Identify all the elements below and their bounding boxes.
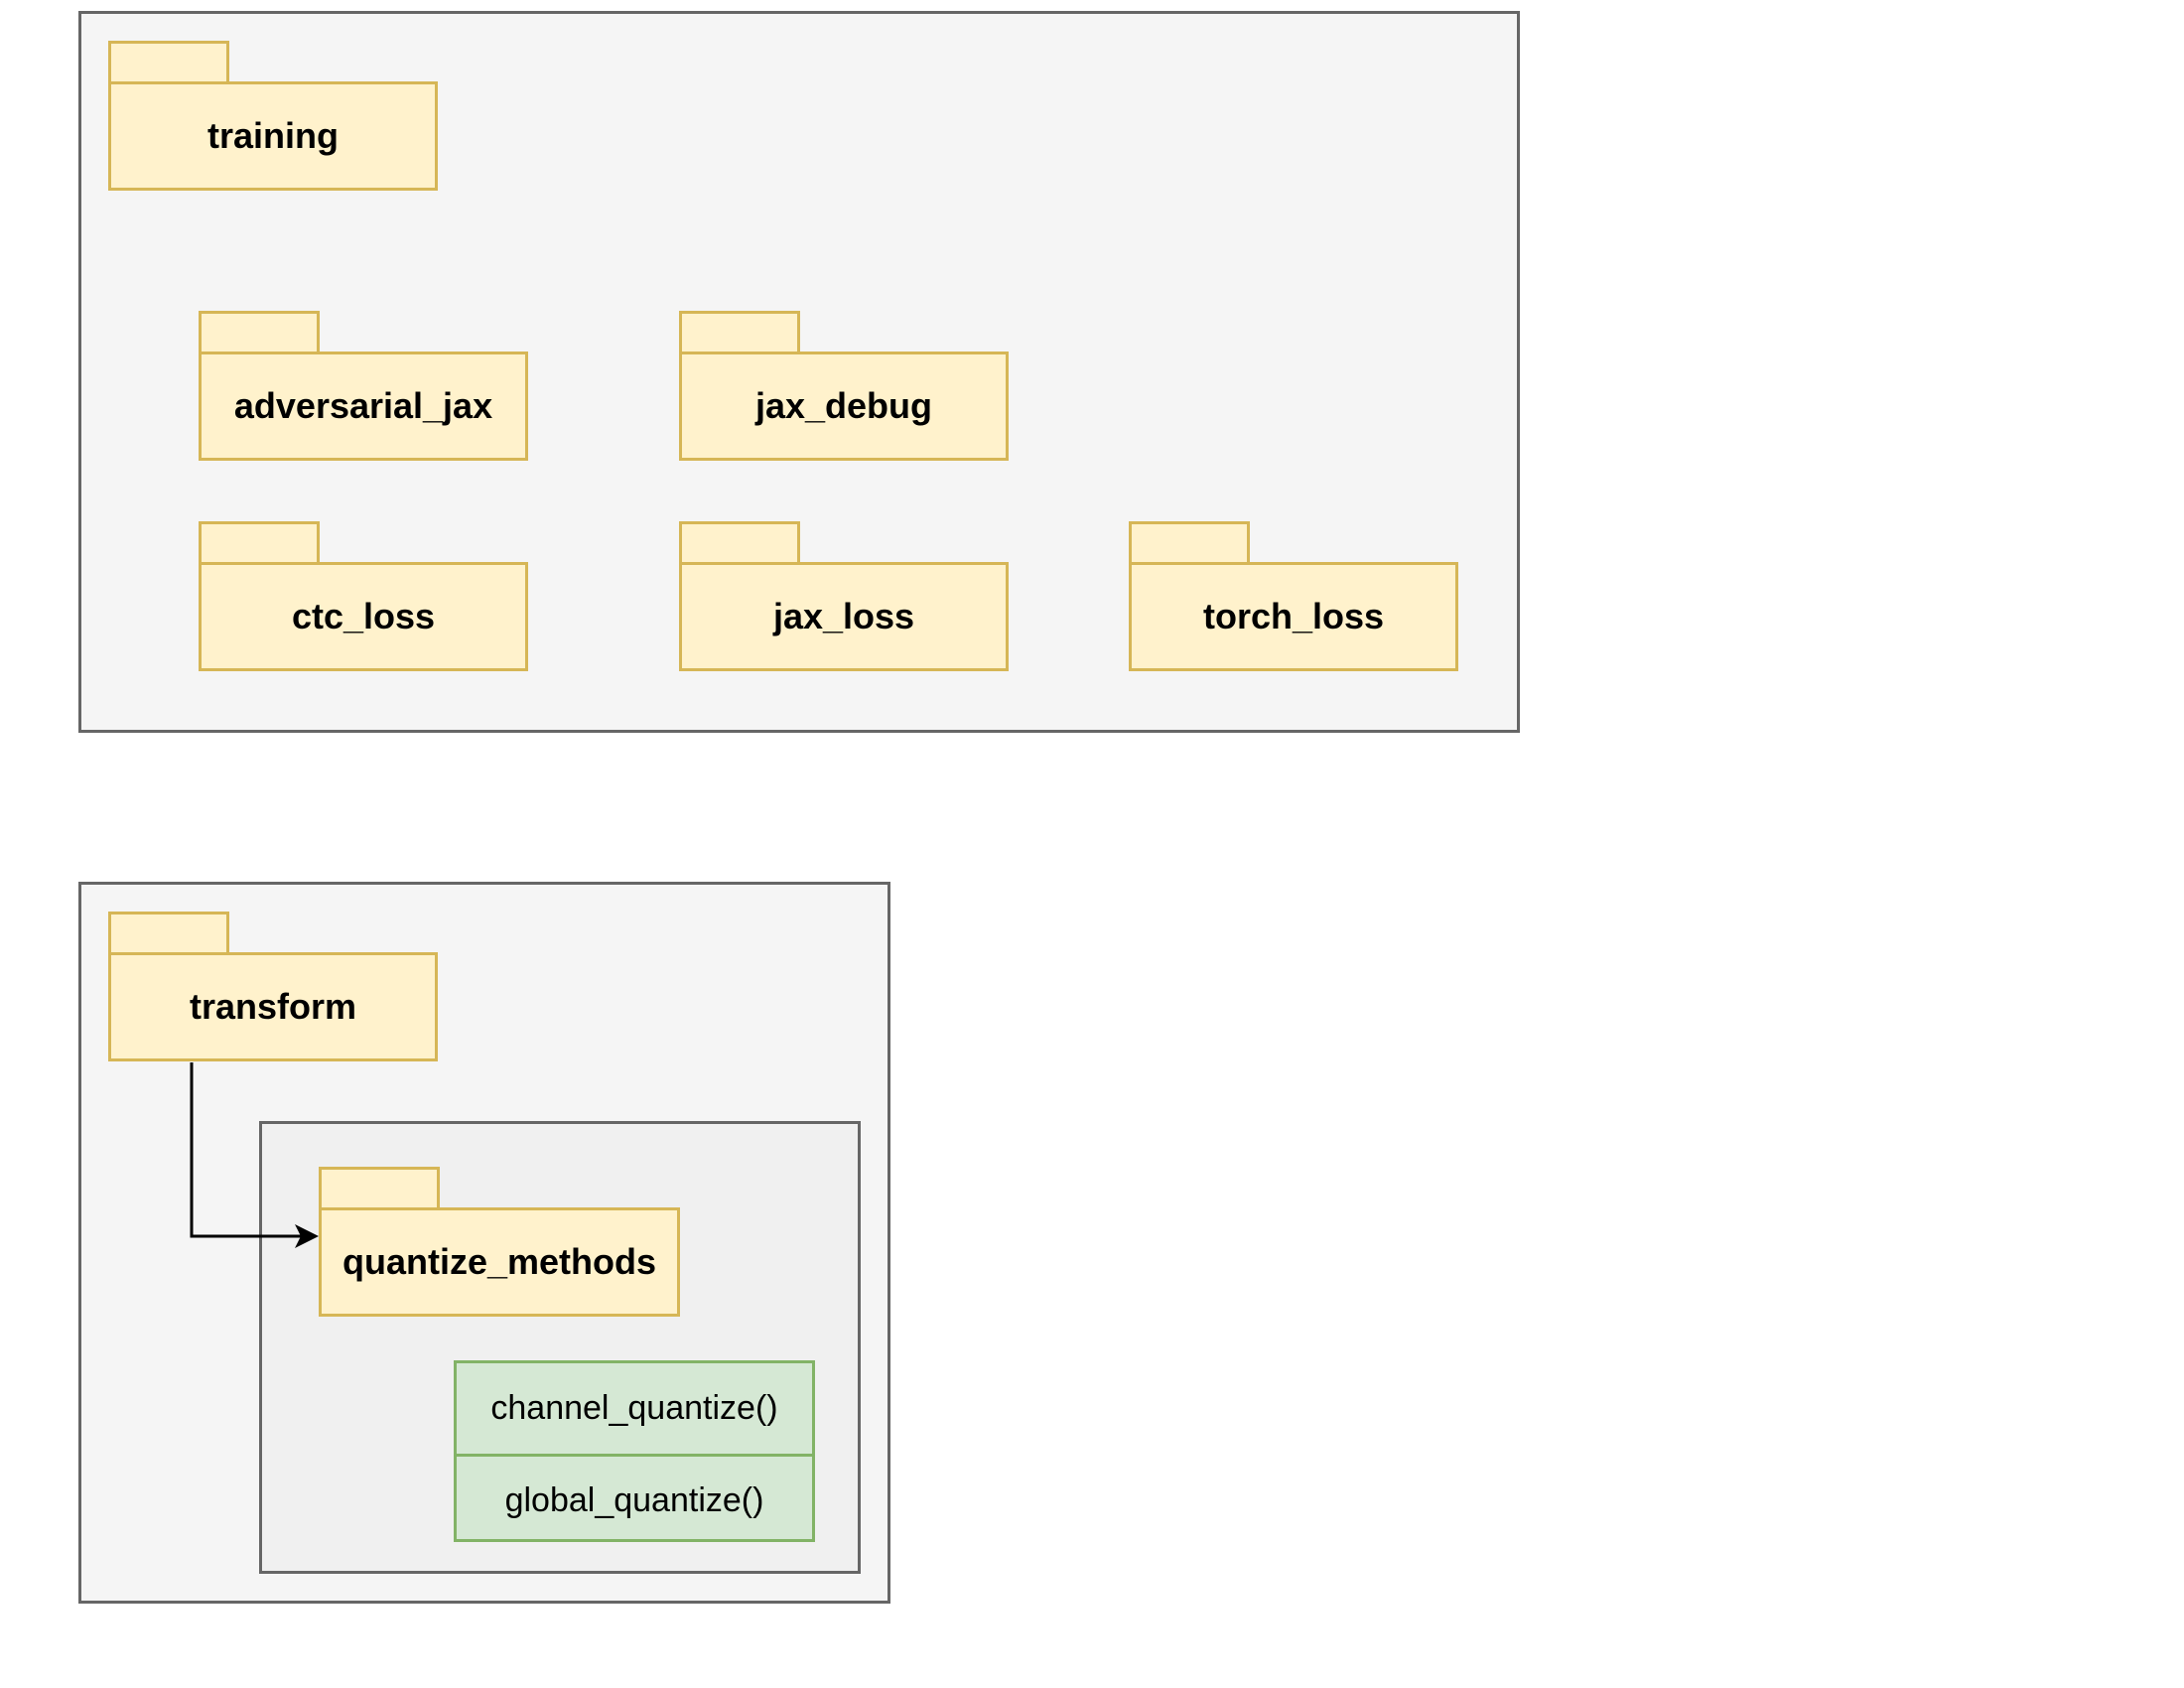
package-body: jax_loss [679, 562, 1009, 671]
package-transform[interactable]: transform [108, 912, 438, 1061]
package-body: ctc_loss [199, 562, 528, 671]
package-label: jax_loss [772, 596, 915, 636]
package-tab [679, 521, 800, 565]
package-ctc-loss[interactable]: ctc_loss [199, 521, 528, 671]
package-jax-debug[interactable]: jax_debug [679, 311, 1009, 461]
method-global-quantize[interactable]: global_quantize() [457, 1454, 812, 1544]
package-tab [199, 311, 320, 354]
package-label: quantize_methods [341, 1241, 657, 1282]
package-label: jax_debug [754, 385, 933, 426]
method-channel-quantize[interactable]: channel_quantize() [490, 1389, 778, 1427]
package-label: torch_loss [1202, 596, 1385, 636]
package-label: adversarial_jax [233, 385, 493, 426]
package-body: jax_debug [679, 352, 1009, 461]
package-tab [679, 311, 800, 354]
package-body: adversarial_jax [199, 352, 528, 461]
package-label: training [207, 115, 339, 156]
package-body: transform [108, 952, 438, 1061]
package-body: torch_loss [1129, 562, 1458, 671]
package-tab [319, 1167, 440, 1210]
package-adversarial-jax[interactable]: adversarial_jax [199, 311, 528, 461]
package-torch-loss[interactable]: torch_loss [1129, 521, 1458, 671]
package-tab [199, 521, 320, 565]
package-label: ctc_loss [291, 596, 436, 636]
package-tab [108, 912, 229, 955]
package-training[interactable]: training [108, 41, 438, 191]
package-quantize-methods[interactable]: quantize_methods [319, 1167, 680, 1317]
package-label: transform [189, 986, 357, 1027]
package-tab [108, 41, 229, 84]
package-body: quantize_methods [319, 1207, 680, 1317]
package-jax-loss[interactable]: jax_loss [679, 521, 1009, 671]
package-body: training [108, 81, 438, 191]
package-tab [1129, 521, 1250, 565]
methods-list: channel_quantize() global_quantize() [454, 1360, 815, 1542]
